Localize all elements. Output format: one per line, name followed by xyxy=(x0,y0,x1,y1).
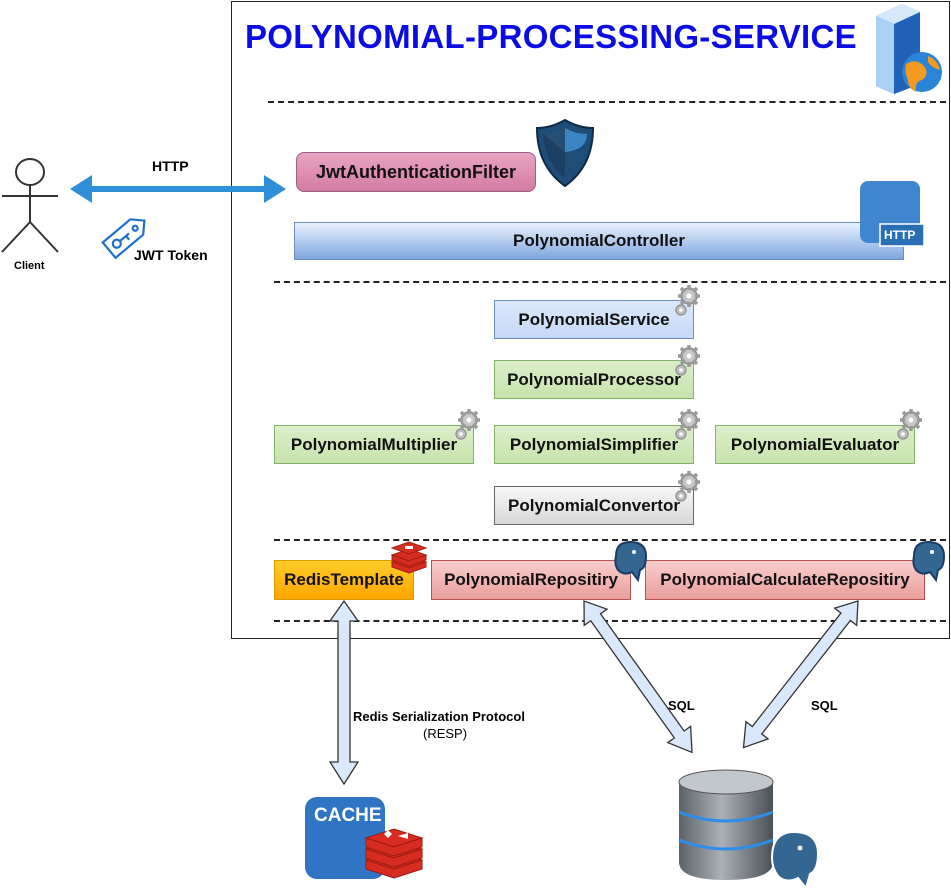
jwt-token-label: JWT Token xyxy=(134,247,208,263)
service-title: POLYNOMIAL-PROCESSING-SERVICE xyxy=(245,18,857,55)
polynomial-service[interactable]: PolynomialService xyxy=(494,300,694,339)
polynomial-calculate-repository[interactable]: PolynomialCalculateRepositiry xyxy=(645,560,925,600)
polynomial-repository[interactable]: PolynomialRepositiry xyxy=(431,560,631,600)
separator-bottom xyxy=(274,620,946,622)
sql-label-1: SQL xyxy=(668,698,695,713)
client-label: Client xyxy=(14,260,45,272)
separator-data xyxy=(274,539,946,541)
polynomial-evaluator[interactable]: PolynomialEvaluator xyxy=(715,425,915,464)
polynomial-simplifier[interactable]: PolynomialSimplifier xyxy=(494,425,694,464)
separator-controller xyxy=(274,281,946,283)
polynomial-multiplier[interactable]: PolynomialMultiplier xyxy=(274,425,474,464)
http-badge-label: HTTP xyxy=(884,228,916,242)
http-label: HTTP xyxy=(152,158,189,174)
cache-badge-label: CACHE xyxy=(314,805,382,826)
polynomial-controller[interactable]: PolynomialController xyxy=(294,222,904,260)
resp-label: Redis Serialization Protocol xyxy=(353,709,525,724)
resp-label-sub: (RESP) xyxy=(423,726,468,741)
polynomial-convertor[interactable]: PolynomialConvertor xyxy=(494,486,694,525)
redis-template[interactable]: RedisTemplate xyxy=(274,560,414,600)
polynomial-processor[interactable]: PolynomialProcessor xyxy=(494,360,694,399)
sql-label-2: SQL xyxy=(811,698,838,713)
separator-top xyxy=(268,101,946,103)
jwt-authentication-filter[interactable]: JwtAuthenticationFilter xyxy=(296,152,536,192)
